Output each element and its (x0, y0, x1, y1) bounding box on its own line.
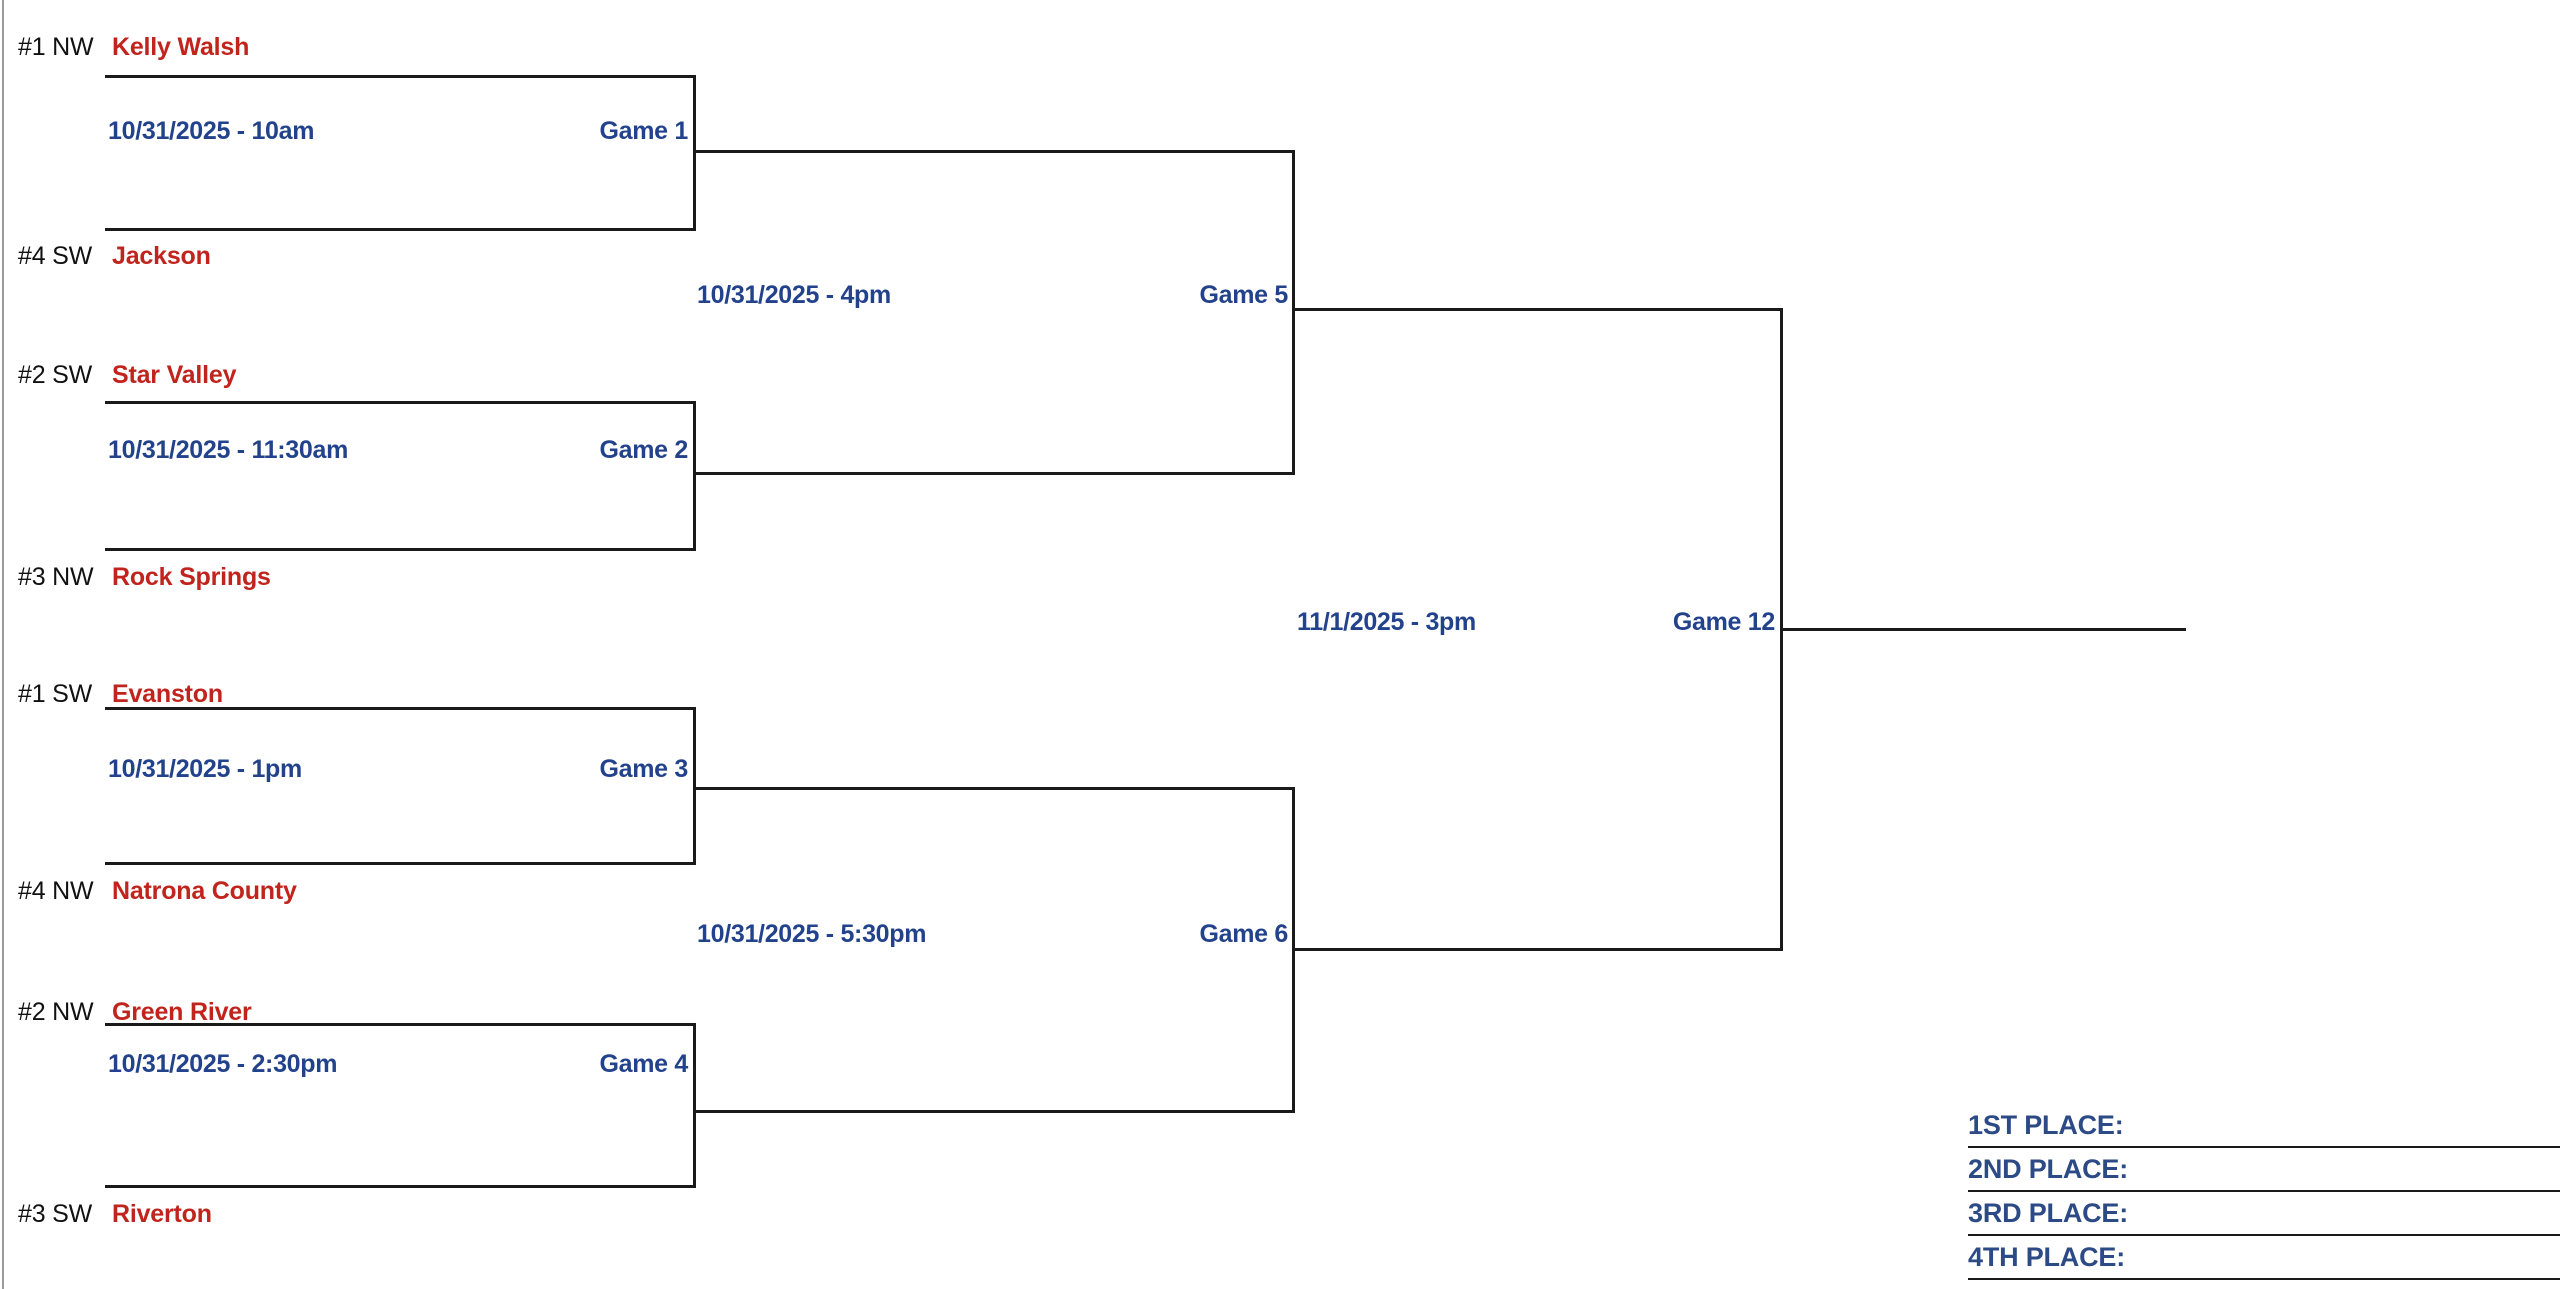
game4-bottom-slot-line (105, 1185, 693, 1188)
team-name-jackson[interactable]: Jackson (112, 242, 211, 270)
game-label-game-3[interactable]: Game 3 (599, 755, 688, 783)
datetime-game-6: 10/31/2025 - 5:30pm (697, 920, 927, 948)
seed-label-game3-bottom: #4 NW (18, 877, 94, 905)
game3-bracket-connector (693, 707, 696, 865)
game2-top-slot-line (105, 401, 693, 404)
game-label-game-4[interactable]: Game 4 (599, 1050, 688, 1078)
datetime-game-5: 10/31/2025 - 4pm (697, 281, 891, 309)
placement-label-1st: 1ST PLACE: (1968, 1110, 2124, 1140)
placement-rule-4th (1968, 1278, 2560, 1280)
game12-bottom-feed-line (1292, 948, 1780, 951)
game-label-game-12[interactable]: Game 12 (1672, 608, 1775, 636)
game5-bottom-feed-line (693, 472, 1293, 475)
placement-rule-2nd (1968, 1190, 2560, 1192)
game4-bracket-connector (693, 1023, 696, 1188)
datetime-game-2: 10/31/2025 - 11:30am (108, 436, 349, 464)
placement-label-2nd: 2ND PLACE: (1968, 1154, 2129, 1184)
placement-rule-3rd (1968, 1234, 2560, 1236)
game-label-game-1[interactable]: Game 1 (599, 117, 688, 145)
game-label-game-6[interactable]: Game 6 (1199, 920, 1288, 948)
game-label-game-2[interactable]: Game 2 (599, 436, 688, 464)
seed-label-game3-top: #1 SW (18, 680, 93, 708)
seed-label-game4-top: #2 NW (18, 998, 94, 1026)
game3-bottom-slot-line (105, 862, 693, 865)
game2-bottom-slot-line (105, 548, 693, 551)
game1-bottom-slot-line (105, 228, 693, 231)
game6-bottom-feed-line (693, 1110, 1293, 1113)
game6-top-feed-line (693, 787, 1293, 790)
game1-bracket-connector (693, 75, 696, 231)
datetime-game-3: 10/31/2025 - 1pm (108, 755, 302, 783)
team-name-kelly-walsh[interactable]: Kelly Walsh (112, 33, 250, 61)
game5-top-feed-line (693, 150, 1293, 153)
datetime-game-1: 10/31/2025 - 10am (108, 117, 315, 145)
champion-output-line (1780, 628, 2186, 631)
game-label-game-5[interactable]: Game 5 (1199, 281, 1288, 309)
seed-label-game2-top: #2 SW (18, 361, 93, 389)
seed-label-game2-bottom: #3 NW (18, 563, 94, 591)
page-left-edge-rule (2, 0, 4, 1289)
game5-bracket-connector (1292, 150, 1295, 475)
seed-label-game1-top: #1 NW (18, 33, 94, 61)
team-name-evanston[interactable]: Evanston (112, 680, 223, 708)
team-name-natrona-county[interactable]: Natrona County (112, 877, 297, 905)
game12-top-feed-line (1292, 308, 1780, 311)
game3-top-slot-line (105, 707, 693, 710)
datetime-game-4: 10/31/2025 - 2:30pm (108, 1050, 338, 1078)
team-name-star-valley[interactable]: Star Valley (112, 361, 237, 389)
game1-top-slot-line (105, 75, 693, 78)
datetime-game-12: 11/1/2025 - 3pm (1297, 608, 1476, 636)
game2-bracket-connector (693, 401, 696, 551)
team-name-green-river[interactable]: Green River (112, 998, 252, 1026)
placement-label-3rd: 3RD PLACE: (1968, 1198, 2129, 1228)
placement-rule-1st (1968, 1146, 2560, 1148)
seed-label-game1-bottom: #4 SW (18, 242, 93, 270)
game4-top-slot-line (105, 1023, 693, 1026)
placement-label-4th: 4TH PLACE: (1968, 1242, 2126, 1272)
team-name-rock-springs[interactable]: Rock Springs (112, 563, 271, 591)
team-name-riverton[interactable]: Riverton (112, 1200, 212, 1228)
seed-label-game4-bottom: #3 SW (18, 1200, 93, 1228)
